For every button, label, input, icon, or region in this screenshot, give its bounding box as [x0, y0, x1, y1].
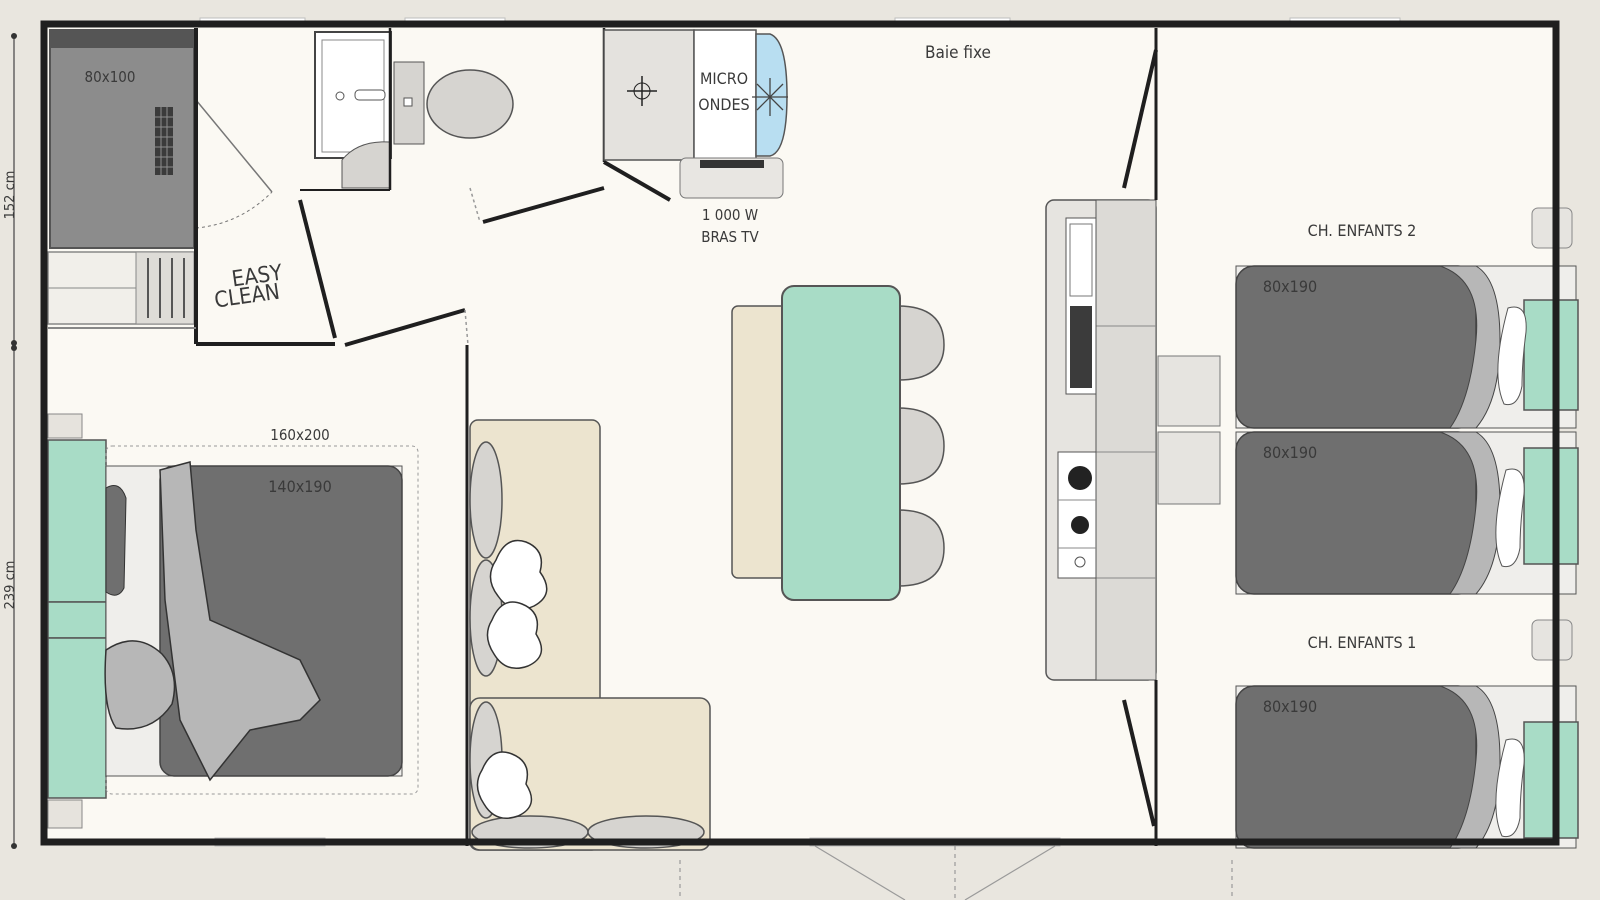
kids-room-2-label: CH. ENFANTS 2: [1308, 221, 1417, 240]
kids-room-2: [1235, 207, 1579, 595]
washbasin: [314, 31, 392, 189]
appliance-cabinet: [603, 29, 788, 199]
shower: [49, 29, 195, 249]
bathroom-door-swing: [195, 99, 273, 229]
storage-cabinet: [47, 251, 195, 325]
interior-walls-bathroom: [48, 28, 671, 347]
kids-bed-2a-label: 80x190: [1263, 277, 1317, 296]
entrance-deck: [679, 845, 1233, 900]
toilet: [393, 61, 514, 145]
bed-outline-size-label: 160x200: [270, 426, 330, 444]
kids-bed-2b-label: 80x190: [1263, 443, 1317, 462]
microwave-label-1: MICRO: [700, 69, 748, 88]
partition-cabinets: [1157, 355, 1221, 505]
microwave-label-2: ONDES: [698, 95, 749, 114]
kids-bed-1-label: 80x190: [1263, 697, 1317, 716]
master-bedroom: [47, 345, 469, 846]
kitchen-counter: [1045, 199, 1157, 681]
dimension-top-label: 152 cm: [3, 171, 18, 220]
outer-walls-top: [40, 20, 1560, 846]
tv-power-label: 1 000 W: [702, 206, 758, 224]
dimension-line: [11, 33, 17, 849]
shower-size-label: 80x100: [85, 68, 136, 86]
interior-walls-right: [1122, 28, 1158, 846]
tv-arm-label: BRAS TV: [701, 228, 759, 246]
master-bed-size-label: 140x190: [268, 477, 331, 496]
kids-room-1-label: CH. ENFANTS 1: [1308, 633, 1417, 652]
dining-area: [731, 285, 945, 601]
fixed-window-label: Baie fixe: [925, 43, 991, 63]
kids-room-1: [1235, 619, 1579, 849]
dimension-bottom-label: 239 cm: [3, 561, 18, 610]
sofa: [469, 419, 711, 851]
